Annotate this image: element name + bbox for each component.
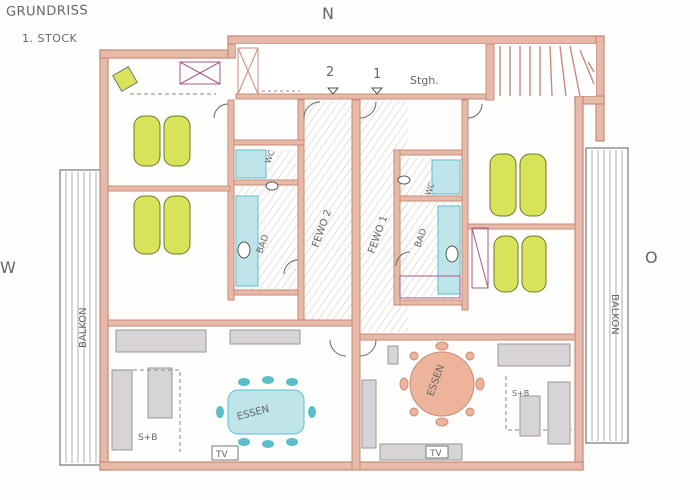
living-dining-left: ESSEN S+B TV bbox=[111, 329, 316, 461]
bath-left: WC BAD bbox=[235, 149, 279, 287]
interior-walls-left bbox=[107, 99, 353, 327]
wc-left-label: WC bbox=[263, 149, 276, 165]
plan-subtitle: 1. STOCK bbox=[22, 32, 78, 45]
balcony-right bbox=[585, 147, 629, 444]
door-swings bbox=[213, 101, 483, 357]
compass-west-label: W bbox=[0, 258, 17, 277]
compass-east-label: O bbox=[645, 248, 659, 267]
bath-right: WC BAD bbox=[397, 159, 461, 299]
bedroom-right bbox=[471, 153, 547, 293]
balcony-left bbox=[59, 169, 103, 466]
tv-left-label: TV bbox=[215, 450, 228, 460]
interior-walls-right bbox=[359, 99, 576, 341]
sofa-left-label: S+B bbox=[138, 433, 157, 443]
door-2-label: 2 bbox=[326, 65, 334, 80]
compass-north-label: N bbox=[322, 4, 335, 23]
stairs-label: Stgh. bbox=[410, 74, 439, 87]
outer-walls bbox=[99, 35, 605, 471]
balcony-left-label: BALKON bbox=[78, 307, 89, 348]
sofa-right-label: S+B bbox=[512, 389, 529, 398]
bedroom-left bbox=[112, 61, 221, 255]
balcony-right-label: BALKON bbox=[609, 294, 620, 335]
living-dining-right: ESSEN S+B TV bbox=[361, 341, 572, 461]
door-1-label: 1 bbox=[373, 67, 381, 82]
stairwell: Stgh. 2 1 bbox=[235, 43, 596, 101]
tv-right-label: TV bbox=[429, 449, 442, 459]
wc-right-label: WC bbox=[423, 181, 436, 197]
